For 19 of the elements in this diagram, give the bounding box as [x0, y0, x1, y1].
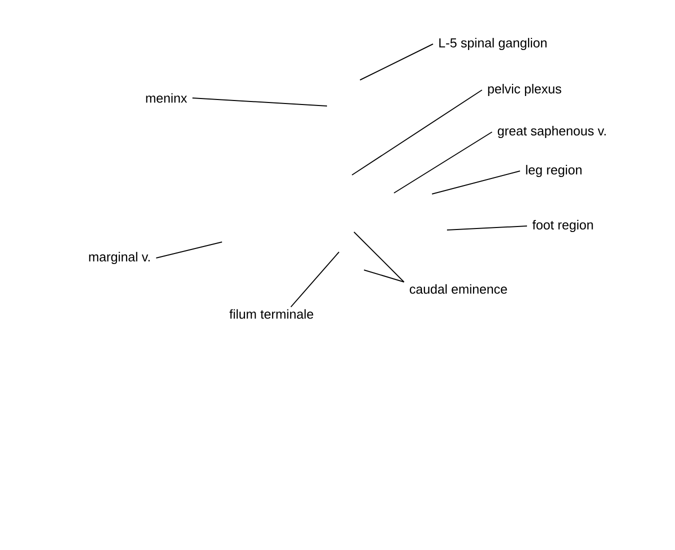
leader-line	[394, 132, 492, 194]
callout-label: caudal eminence	[410, 284, 507, 294]
callout-label: pelvic plexus	[488, 84, 562, 96]
leader-line	[192, 98, 328, 106]
leader-line	[432, 170, 520, 194]
callout-label: great saphenous v.	[498, 126, 606, 138]
leader-line	[446, 226, 528, 230]
callout-label: foot region	[532, 220, 593, 232]
leader-line	[290, 252, 340, 308]
callout-label: L-5 spinal ganglion	[439, 38, 547, 50]
leader-line	[360, 44, 434, 80]
callout-label: marginal v.	[89, 252, 150, 264]
leader-line	[352, 90, 482, 176]
leader-line	[354, 232, 404, 282]
leader-line	[364, 270, 404, 282]
callout-label: meninx	[146, 93, 188, 103]
callout-label: filum terminale	[229, 309, 314, 319]
callout-label: leg region	[526, 164, 582, 178]
leader-line	[156, 242, 222, 258]
